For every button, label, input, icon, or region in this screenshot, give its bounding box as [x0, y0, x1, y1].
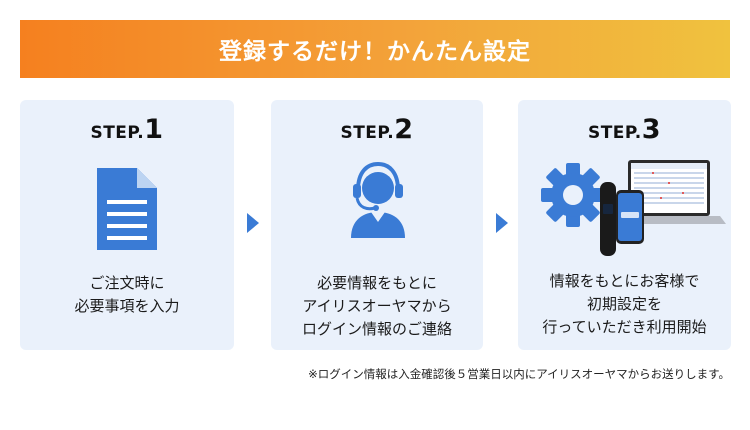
banner-title: 登録するだけ！かんたん設定: [219, 39, 531, 65]
arrow-right-icon: [496, 213, 508, 233]
step-label-1: STEP.1: [20, 114, 234, 145]
footnote: ※ログイン情報は入金確認後５営業日以内にアイリスオーヤマからお送りします。: [308, 367, 730, 381]
step-3-line-3: 行っていただき利用開始: [542, 318, 707, 336]
step-1-line-1: ご注文時に: [89, 274, 165, 292]
document-icon: [97, 168, 157, 250]
step-word: STEP.: [587, 123, 642, 143]
step-number: 1: [144, 114, 164, 145]
step-2-line-2: アイリスオーヤマから: [302, 297, 452, 315]
step-3-description: 情報をもとにお客様で 初期設定を 行っていただき利用開始: [518, 270, 731, 339]
step-1-description: ご注文時に 必要事項を入力: [20, 272, 234, 318]
step-card-3: STEP.3: [518, 100, 731, 350]
step-card-1: STEP.1 ご注文時に 必要事項を入力: [20, 100, 234, 350]
step-3-line-1: 情報をもとにお客様で: [549, 272, 700, 290]
devices-icon: [600, 160, 726, 256]
gear-icon: [541, 163, 605, 227]
step-2-description: 必要情報をもとに アイリスオーヤマから ログイン情報のご連絡: [271, 272, 483, 341]
step-number: 3: [641, 114, 662, 145]
step-1-line-2: 必要事項を入力: [74, 297, 180, 315]
support-operator-icon: [351, 161, 405, 238]
step-word: STEP.: [90, 123, 145, 143]
header-banner: 登録するだけ！かんたん設定: [20, 20, 730, 78]
step-3-line-2: 初期設定を: [586, 295, 662, 313]
step-label-3: STEP.3: [518, 114, 731, 145]
step-word: STEP.: [340, 123, 395, 143]
step-card-2: STEP.2 必要情報をもとに アイリスオーヤマから ログイン情報のご連絡: [271, 100, 483, 350]
arrow-right-icon: [247, 213, 259, 233]
step-label-2: STEP.2: [271, 114, 483, 145]
step-2-line-1: 必要情報をもとに: [317, 274, 437, 292]
step-2-line-3: ログイン情報のご連絡: [301, 320, 452, 338]
step-number: 2: [394, 114, 414, 145]
